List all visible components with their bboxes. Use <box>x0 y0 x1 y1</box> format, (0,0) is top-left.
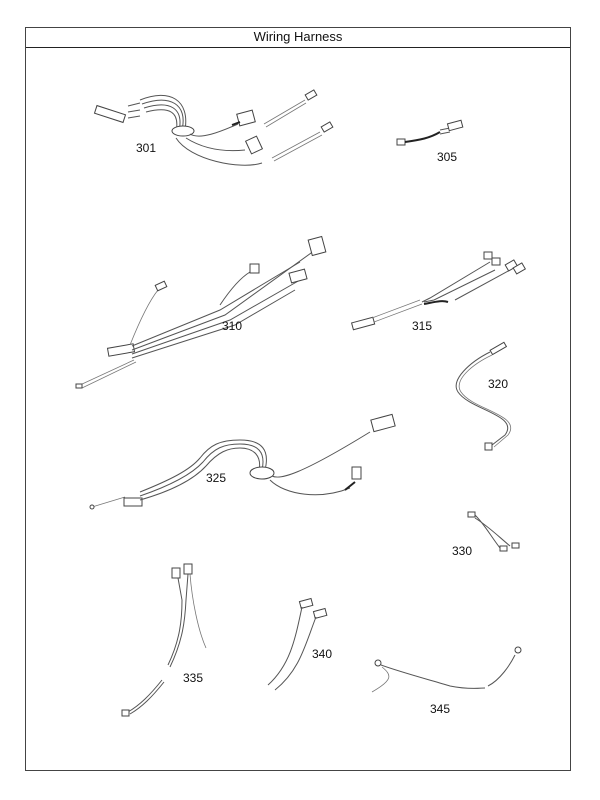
harness-310-drawing <box>75 235 327 389</box>
part-callout-301: 301 <box>136 141 157 155</box>
harness-345-drawing <box>371 646 522 693</box>
harness-340-drawing <box>267 597 328 691</box>
harness-330-drawing <box>467 511 520 552</box>
part-callout-310: 310 <box>222 319 243 333</box>
part-callout-345: 345 <box>430 702 451 716</box>
harness-301-drawing <box>93 89 334 166</box>
harness-315-drawing <box>350 251 527 331</box>
part-callout-340: 340 <box>312 647 333 661</box>
part-callout-325: 325 <box>206 471 227 485</box>
harness-325-drawing <box>89 413 396 510</box>
harness-305-drawing <box>396 119 464 146</box>
diagram-frame: Wiring Harness <box>25 27 571 771</box>
part-callout-335: 335 <box>183 671 204 685</box>
sensor-320-drawing <box>455 341 512 451</box>
part-callout-315: 315 <box>412 319 433 333</box>
diagram-title: Wiring Harness <box>26 28 570 48</box>
part-callout-330: 330 <box>452 544 473 558</box>
part-callout-305: 305 <box>437 150 458 164</box>
part-callout-320: 320 <box>488 377 509 391</box>
harness-335-drawing <box>121 563 207 717</box>
